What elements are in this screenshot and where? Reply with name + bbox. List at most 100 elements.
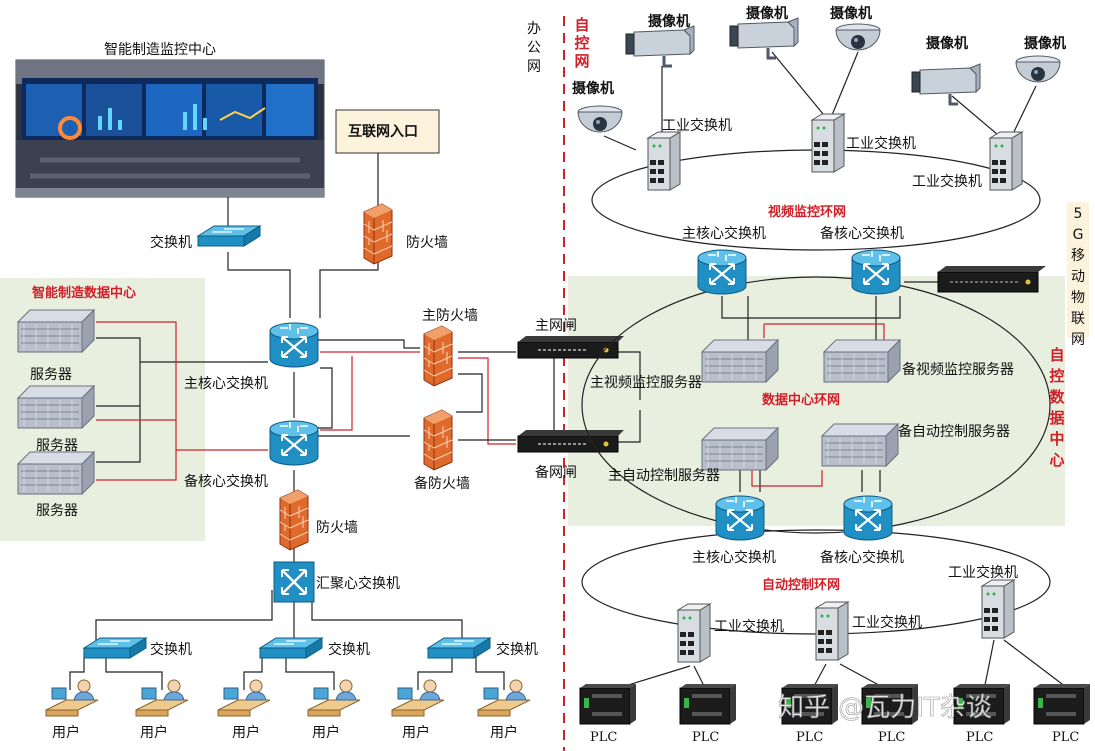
industrial-switch-top-2-label: 工业交换机 bbox=[846, 135, 916, 152]
main-core-switch-label: 主核心交换机 bbox=[184, 375, 268, 392]
switch-top-label: 交换机 bbox=[150, 234, 192, 251]
backup-core-switch-top-icon bbox=[850, 248, 902, 296]
svg-text:自控数据中心: 自控数据中心 bbox=[1049, 346, 1065, 469]
data-center-ring-title: 数据中心环网 bbox=[762, 392, 840, 408]
data-center-ring bbox=[581, 276, 1051, 534]
backup-core-switch-top-label: 备核心交换机 bbox=[820, 225, 904, 242]
server-2-icon bbox=[17, 385, 95, 429]
camera-3-label: 摄像机 bbox=[830, 5, 872, 22]
user-1-label: 用户 bbox=[52, 724, 80, 741]
firewall-top-label: 防火墙 bbox=[406, 235, 448, 251]
main-core-switch-bottom-label: 主核心交换机 bbox=[692, 549, 776, 566]
camera-4-icon bbox=[910, 62, 982, 106]
svg-text:办公网: 办公网 bbox=[527, 21, 541, 75]
firewall-bottom-icon bbox=[279, 489, 309, 551]
plc-3-label: PLC bbox=[796, 730, 823, 745]
server-2-label: 服务器 bbox=[36, 438, 78, 454]
g5-device-icon bbox=[937, 266, 1046, 293]
internet-entry-box bbox=[335, 109, 440, 154]
user-3-label: 用户 bbox=[232, 724, 260, 741]
industrial-switch-top-1-label: 工业交换机 bbox=[662, 117, 732, 134]
self-control-network-label: 自控网 bbox=[574, 16, 589, 70]
backup-gateway-icon bbox=[517, 429, 625, 453]
firewall-bottom-label: 防火墙 bbox=[316, 520, 358, 536]
server-3-label: 服务器 bbox=[36, 503, 78, 519]
aggregation-switch-icon bbox=[273, 561, 315, 603]
industrial-switch-top-1-icon bbox=[647, 131, 681, 191]
main-auto-server-icon bbox=[701, 427, 779, 471]
access-switch-1-label: 交换机 bbox=[150, 641, 192, 658]
industrial-switch-bottom-3-icon bbox=[981, 579, 1015, 639]
user-6-label: 用户 bbox=[490, 724, 518, 741]
user-4-label: 用户 bbox=[312, 724, 340, 741]
user-2-label: 用户 bbox=[140, 724, 168, 741]
data-center-title: 智能制造数据中心 bbox=[32, 285, 136, 301]
main-video-server-label: 主视频监控服务器 bbox=[590, 375, 702, 391]
plc-2-icon bbox=[679, 683, 737, 725]
office-network-label: 办公网 bbox=[527, 21, 541, 75]
backup-gateway-label: 备网闸 bbox=[535, 464, 577, 481]
server-1-label: 服务器 bbox=[30, 367, 72, 383]
auto-control-ring-title: 自动控制环网 bbox=[762, 577, 840, 593]
camera-5-icon bbox=[1015, 55, 1061, 83]
plc-6-label: PLC bbox=[1052, 730, 1079, 745]
access-switch-2-icon bbox=[259, 637, 323, 659]
backup-video-server-label: 备视频监控服务器 bbox=[902, 361, 1014, 378]
access-switch-3-label: 交换机 bbox=[496, 641, 538, 658]
access-switch-1-icon bbox=[83, 637, 147, 659]
plc-2-label: PLC bbox=[692, 730, 719, 745]
access-switch-3-icon bbox=[427, 637, 491, 659]
firewall-top-icon bbox=[363, 203, 393, 265]
backup-core-switch-bottom-icon bbox=[842, 494, 894, 542]
camera-1-label: 摄像机 bbox=[648, 13, 690, 30]
backup-core-switch-bottom-label: 备核心交换机 bbox=[820, 549, 904, 566]
user-5-label: 用户 bbox=[402, 724, 430, 741]
main-core-switch-top-label: 主核心交换机 bbox=[682, 225, 766, 242]
plc-1-label: PLC bbox=[590, 730, 617, 745]
camera-3-icon bbox=[835, 23, 881, 51]
left-links bbox=[69, 153, 641, 690]
aggregation-switch-label: 汇聚心交换机 bbox=[316, 575, 400, 592]
backup-auto-server-icon bbox=[821, 423, 899, 467]
camera-1-icon bbox=[624, 24, 696, 68]
video-ring-title: 视频监控环网 bbox=[768, 204, 846, 220]
internet-entry-label: 互联网入口 bbox=[348, 124, 418, 140]
switch-top-icon bbox=[197, 225, 261, 247]
g5-label-box bbox=[1067, 202, 1089, 338]
plc-4-label: PLC bbox=[878, 730, 905, 745]
main-gateway-label: 主网闸 bbox=[535, 318, 577, 334]
industrial-switch-bottom-2-icon bbox=[815, 601, 849, 661]
backup-video-server-icon bbox=[823, 339, 901, 383]
main-auto-server-label: 主自动控制服务器 bbox=[608, 468, 720, 484]
backup-auto-server-label: 备自动控制服务器 bbox=[898, 423, 1010, 440]
backup-core-switch-label: 备核心交换机 bbox=[184, 473, 268, 490]
camera-2-icon bbox=[728, 16, 800, 60]
main-core-switch-top-icon bbox=[696, 248, 748, 296]
industrial-switch-bottom-1-icon bbox=[677, 603, 711, 663]
industrial-switch-bottom-1-label: 工业交换机 bbox=[714, 618, 784, 635]
backup-firewall-label: 备防火墙 bbox=[414, 475, 470, 492]
camera-6-label: 摄像机 bbox=[572, 80, 614, 97]
svg-text:自控网: 自控网 bbox=[574, 16, 589, 70]
access-switch-2-label: 交换机 bbox=[328, 641, 370, 658]
industrial-switch-bottom-3-label: 工业交换机 bbox=[948, 564, 1018, 581]
backup-firewall-icon bbox=[423, 409, 453, 471]
industrial-switch-top-3-label: 工业交换机 bbox=[912, 173, 982, 190]
server-3-icon bbox=[17, 451, 95, 495]
monitor-center-title: 智能制造监控中心 bbox=[104, 42, 216, 58]
camera-4-label: 摄像机 bbox=[926, 35, 968, 52]
camera-6-icon bbox=[577, 105, 623, 133]
plc-1-icon bbox=[579, 683, 637, 725]
backup-core-switch-icon bbox=[268, 419, 320, 467]
camera-5-label: 摄像机 bbox=[1024, 35, 1066, 52]
main-firewall-icon bbox=[423, 325, 453, 387]
plc-6-icon bbox=[1033, 683, 1091, 725]
main-core-switch-bottom-icon bbox=[714, 494, 766, 542]
monitor-center-photo bbox=[15, 59, 325, 198]
industrial-switch-bottom-2-label: 工业交换机 bbox=[852, 614, 922, 631]
main-firewall-label: 主防火墙 bbox=[422, 308, 478, 324]
industrial-switch-top-2-icon bbox=[811, 113, 845, 173]
self-control-data-center-label: 自控数据中心 bbox=[1049, 346, 1065, 469]
